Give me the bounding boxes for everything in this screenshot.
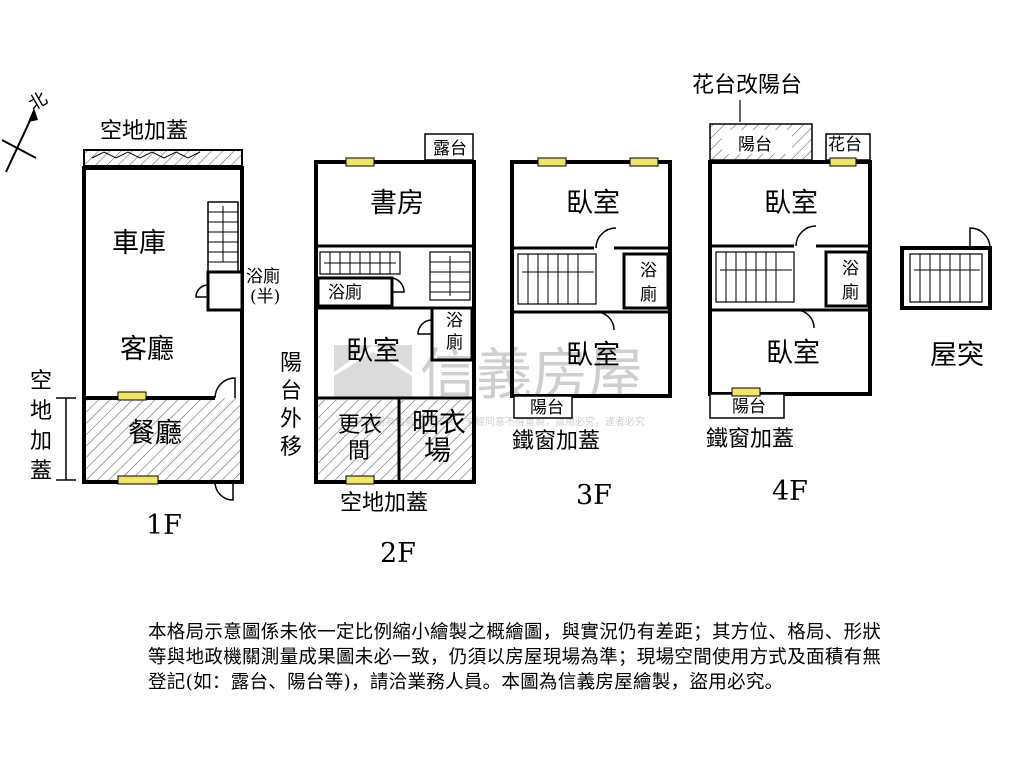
bath-3f-char: 廁 <box>640 284 657 305</box>
study-label: 書房 <box>370 188 424 219</box>
dining-area-fill <box>86 398 240 480</box>
north-label: 北 <box>25 88 51 115</box>
window-icon <box>345 157 375 167</box>
disclaimer-line: 登記(如：露台、陽台等)，請洽業務人員。本圖為信義房屋繪製，盜用必究。 <box>148 672 784 693</box>
disclaimer-text: 本格局示意圖係未依一定比例縮小繪製之概繪圖，與實況仍有差距；其方位、格局、形狀 … <box>148 620 978 695</box>
planter-to-balcony-note: 花台改陽台 <box>692 73 802 98</box>
floor4-outline <box>708 160 872 396</box>
bedroom1-4f-label: 臥室 <box>764 188 818 219</box>
roof-caption: 屋突 <box>930 340 984 371</box>
floor-1f: 空地加蓋 浴廁 (半) 車庫 客廳 餐廳 <box>30 119 280 541</box>
floor3-outline <box>510 160 672 398</box>
roof-outline <box>900 246 992 310</box>
balcony-3f-label: 陽台 <box>530 398 564 418</box>
floor-4f: 花台改陽台 陽台 花台 臥室 浴 廁 臥室 陽台 鐵窗加蓋 4F <box>692 73 872 507</box>
balcony-moved-char: 外 <box>280 407 302 432</box>
door-swing-icon <box>195 284 209 298</box>
iron-window-3f-label: 鐵窗加蓋 <box>512 429 600 454</box>
door-swing-icon <box>969 227 991 249</box>
door-swing-icon <box>214 377 236 399</box>
bath1-label: 浴廁 <box>328 282 362 303</box>
floor1-top-extension-label: 空地加蓋 <box>100 119 188 144</box>
door-swing-icon <box>214 481 234 501</box>
bath2-label-char: 廁 <box>446 332 463 353</box>
stairs-symbol <box>207 201 239 273</box>
side-extension-char: 空 <box>30 369 52 394</box>
floor1-outline <box>82 166 244 484</box>
door-swing-icon <box>417 319 433 335</box>
side-extension-char: 加 <box>30 429 52 454</box>
balcony-4f-label: 陽台 <box>732 397 766 417</box>
planter-box <box>825 133 871 161</box>
window-icon <box>117 475 159 485</box>
bath-room-3f <box>622 252 670 310</box>
laundry-fill <box>400 400 472 480</box>
balcony-4f-box <box>709 393 785 419</box>
door-swing-icon <box>795 309 815 329</box>
disclaimer-line: 等與地政機關測量成果圖未必一致，仍須以房屋現場為準；現場空間使用方式及面積有無 <box>148 647 882 668</box>
bath-4f-char: 浴 <box>842 259 859 279</box>
garage-label: 車庫 <box>112 228 166 259</box>
half-bath-label: 浴廁 <box>246 266 280 287</box>
floor1-caption: 1F <box>146 510 182 541</box>
floor-3f: 臥室 浴 廁 臥室 陽台 鐵窗加蓋 3F <box>510 157 672 511</box>
watermark-logo-icon <box>334 345 412 397</box>
balcony-moved-char: 台 <box>280 379 302 404</box>
bedroom-2f-label: 臥室 <box>346 336 400 367</box>
bedroom1-3f-label: 臥室 <box>566 188 620 219</box>
door-swing-icon <box>595 227 617 249</box>
dining-room-label: 餐廳 <box>128 418 182 449</box>
side-extension-char: 地 <box>30 399 52 424</box>
closet-fill <box>318 400 398 480</box>
balcony-top-label: 陽台 <box>738 135 772 155</box>
window-icon <box>731 387 761 397</box>
balcony-3f-box <box>513 395 573 419</box>
balcony-moved-char: 陽 <box>280 351 302 376</box>
closet-label: 更衣 <box>338 413 382 438</box>
floor4-caption: 4F <box>772 476 808 507</box>
half-bath-room <box>206 270 244 312</box>
closet-label: 間 <box>348 439 370 464</box>
stairs-symbol <box>319 251 471 301</box>
floor2-bottom-extension-label: 空地加蓋 <box>340 491 428 516</box>
window-icon <box>345 475 375 485</box>
terrace-label: 露台 <box>433 139 467 159</box>
balcony-moved-char: 移 <box>280 435 302 460</box>
north-arrow-icon: 北 <box>1 88 51 173</box>
window-icon <box>629 157 659 167</box>
bath-room-4f <box>824 250 870 308</box>
window-icon <box>537 157 567 167</box>
floor2-outline <box>314 160 476 484</box>
door-swing-icon <box>595 311 615 331</box>
roof-structure: 屋突 <box>900 227 992 371</box>
floor3-caption: 3F <box>576 480 612 511</box>
stairs-symbol <box>517 253 597 305</box>
floor-2f: 露台 書房 浴廁 浴 廁 臥室 更衣 間 <box>280 133 476 569</box>
door-swing-icon <box>795 225 817 247</box>
floor2-caption: 2F <box>380 538 416 569</box>
window-icon <box>829 157 857 167</box>
bedroom2-3f-label: 臥室 <box>566 340 620 371</box>
door-swing-icon <box>391 277 405 293</box>
planter-label: 花台 <box>828 135 862 155</box>
bath-3f-char: 浴 <box>640 261 657 281</box>
stairs-symbol <box>715 251 795 303</box>
window-icon <box>117 391 147 401</box>
bath-4f-char: 廁 <box>842 282 859 303</box>
side-extension-char: 蓋 <box>30 459 52 484</box>
bedroom2-4f-label: 臥室 <box>766 338 820 369</box>
terrace-box <box>424 133 474 161</box>
half-bath-note: (半) <box>250 287 280 307</box>
iron-window-4f-label: 鐵窗加蓋 <box>706 427 794 452</box>
curtain-symbol <box>91 151 201 159</box>
laundry-label: 晒衣 <box>412 408 466 439</box>
stairs-symbol <box>909 253 983 303</box>
laundry-label: 場 <box>424 436 451 467</box>
bath2-label-char: 浴 <box>446 311 463 331</box>
living-room-label: 客廳 <box>120 334 174 365</box>
disclaimer-line: 本格局示意圖係未依一定比例縮小繪製之概繪圖，與實況仍有差距；其方位、格局、形狀 <box>148 622 882 643</box>
